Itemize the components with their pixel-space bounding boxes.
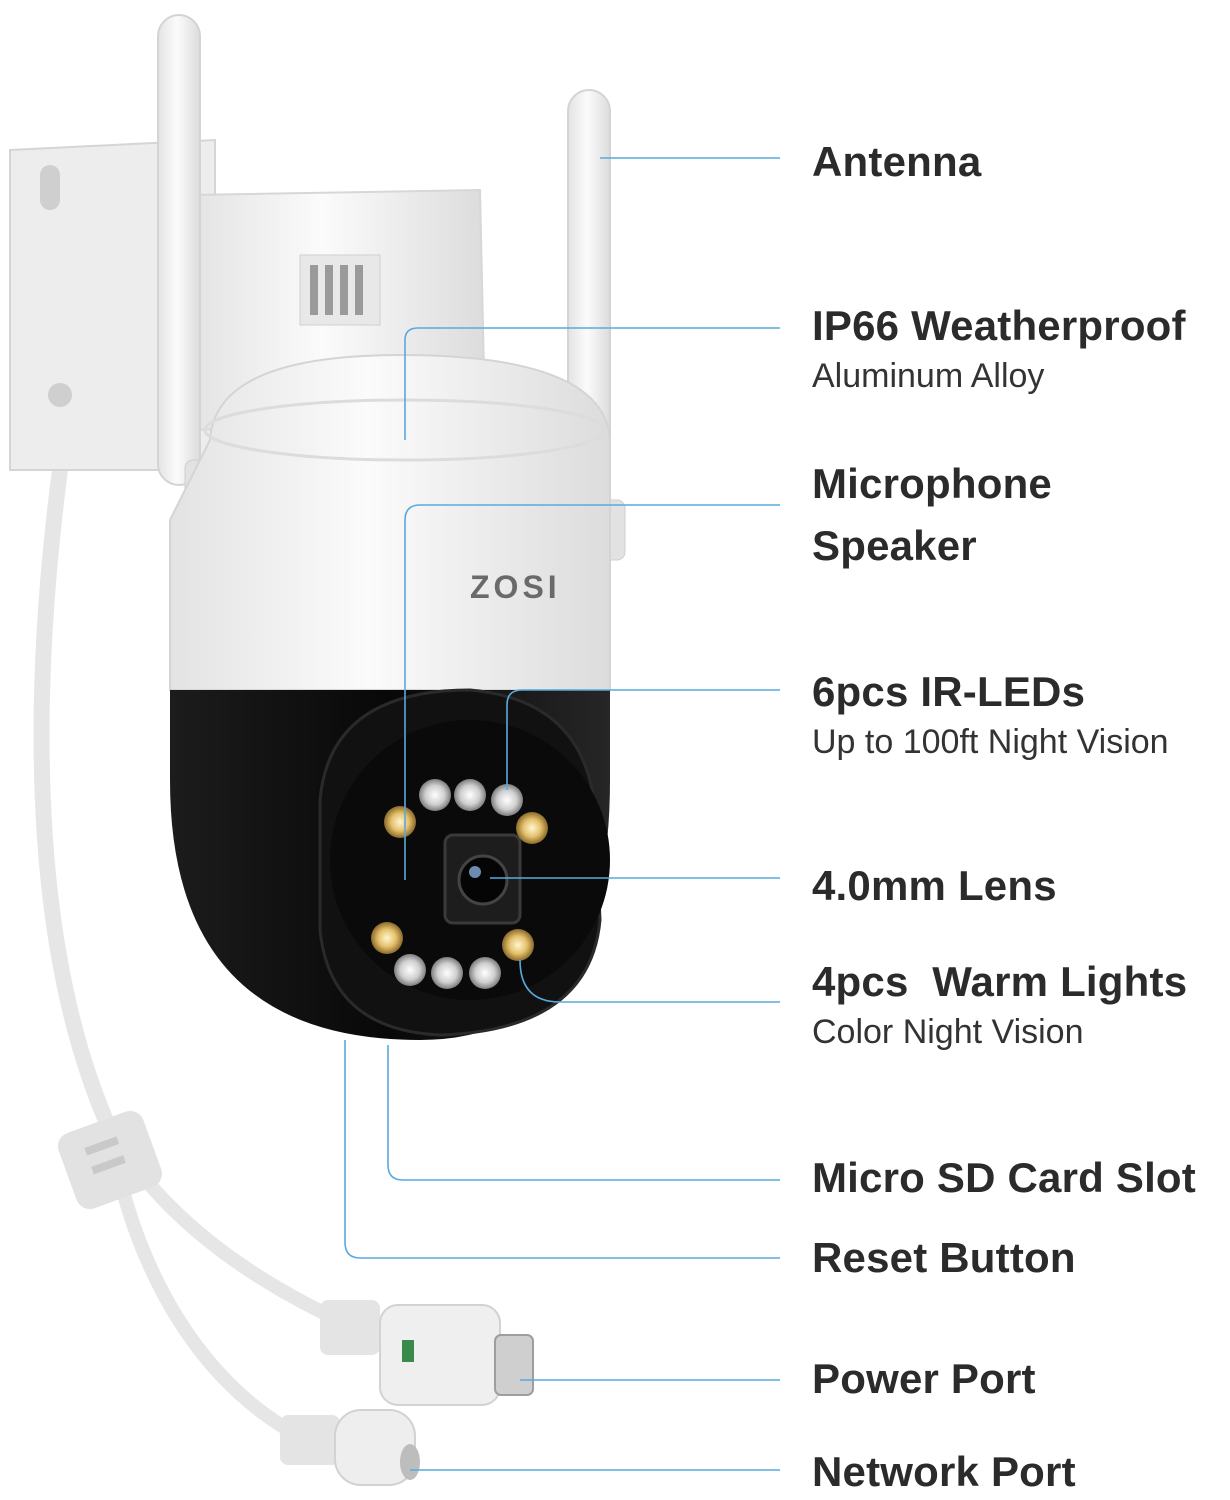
callout-title: Microphone [812,460,1052,507]
callout-lens: 4.0mm Lens [812,862,1057,910]
leader-sd-slot [387,1045,780,1181]
leader-lines [344,157,780,1471]
callout-title: 6pcs IR-LEDs [812,668,1086,715]
cable-splitter [57,1110,163,1210]
callout-title: 4.0mm Lens [812,862,1057,909]
callout-title-second: Speaker [812,522,977,570]
callout-sd-slot: Micro SD Card Slot [812,1154,1196,1202]
led-ring [371,779,548,989]
callout-antenna: Antenna [812,138,981,186]
callout-title: 4pcs Warm Lights [812,958,1188,1005]
leader-mic-speaker [404,504,780,880]
ir-led [454,779,486,811]
callout-weatherproof: IP66 Weatherproof Aluminum Alloy [812,302,1186,397]
ir-led [431,957,463,989]
ir-led [394,954,426,986]
callout-ir-leds: 6pcs IR-LEDs Up to 100ft Night Vision [812,668,1169,763]
callout-title: IP66 Weatherproof [812,302,1186,349]
warm-light [384,806,416,838]
callout-reset: Reset Button [812,1234,1076,1282]
callout-title: Network Port [812,1448,1076,1495]
callout-title: Power Port [812,1355,1036,1402]
network-port-connector [280,1409,420,1486]
callout-subtitle: Aluminum Alloy [812,357,1045,396]
ir-led [491,784,523,816]
callout-title: Reset Button [812,1234,1076,1281]
ir-led [469,957,501,989]
callout-title: Micro SD Card Slot [812,1154,1196,1201]
leader-ir-leds [506,689,780,790]
leader-weatherproof [404,327,780,440]
power-port-connector [320,1300,534,1406]
black-housing [170,688,610,1040]
leader-warm-lights [519,959,780,1003]
warm-light [371,922,403,954]
lens [457,854,509,906]
callout-network-port: Network Port [812,1448,1076,1496]
brand-logo: ZOSI [470,569,561,605]
callout-title: Antenna [812,138,982,185]
callout-subtitle: Up to 100ft Night Vision [812,723,1169,762]
white-housing: ZOSI [169,353,611,691]
callout-power-port: Power Port [812,1355,1036,1403]
callout-warm-lights: 4pcs Warm Lights Color Night Vision [812,958,1187,1053]
callout-mic-speaker: Microphone Speaker [812,460,1052,571]
callout-subtitle: Color Night Vision [812,1013,1084,1052]
warm-light [502,929,534,961]
ir-led [419,779,451,811]
leader-reset [344,1040,780,1259]
warm-light [516,812,548,844]
